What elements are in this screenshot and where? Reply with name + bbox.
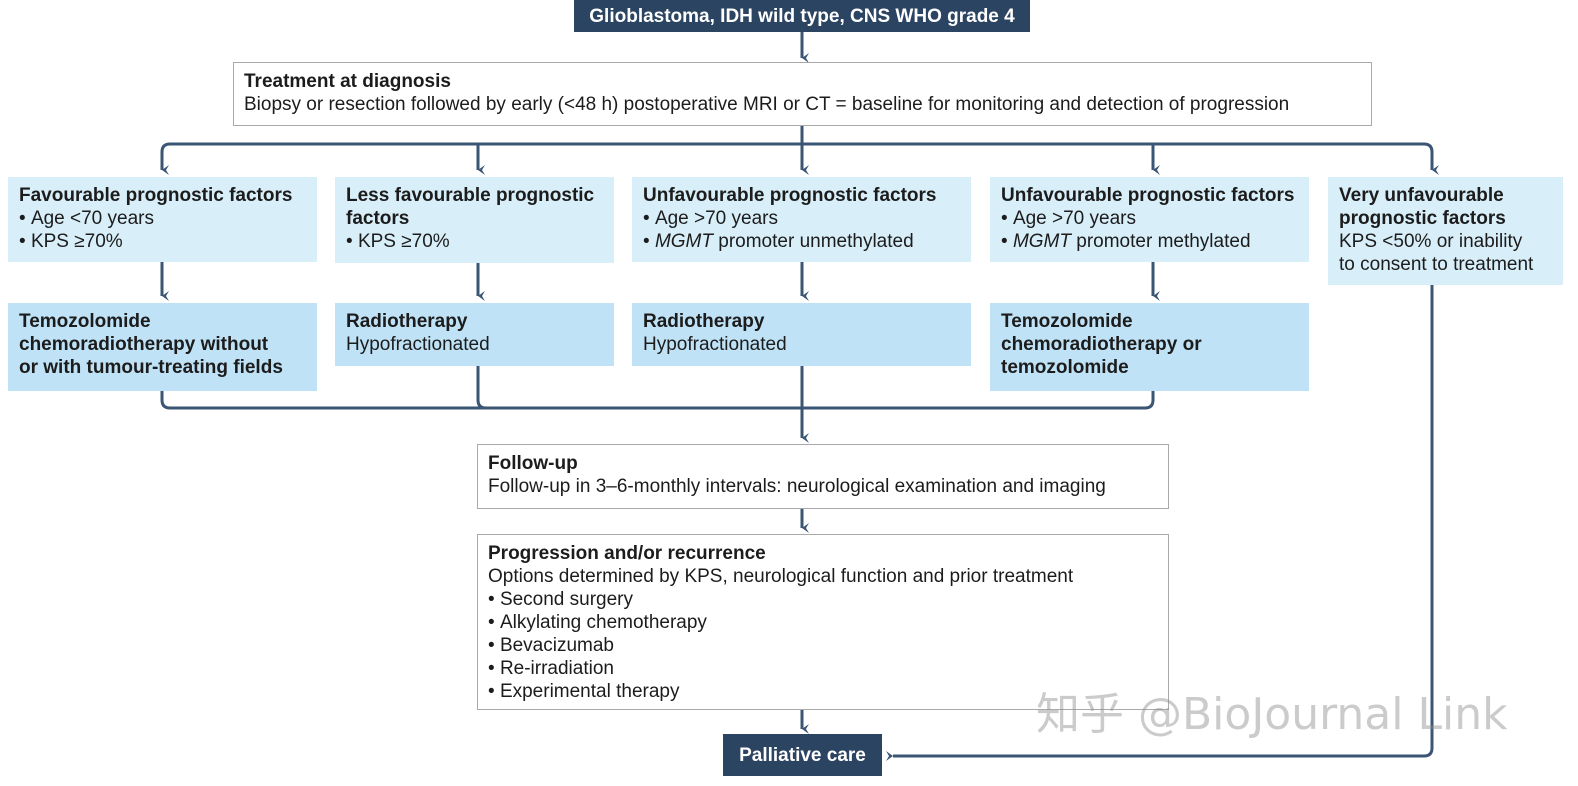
factor-title: Favourable prognostic factors — [19, 185, 293, 206]
diagnosis-box: Treatment at diagnosis Biopsy or resecti… — [233, 62, 1372, 126]
palliative-title: Palliative care — [739, 744, 866, 766]
factor-item-rest: promoter methylated — [1070, 231, 1251, 252]
progression-text: Options determined by KPS, neurological … — [488, 566, 1074, 587]
factor-item-rest: promoter unmethylated — [712, 231, 914, 252]
followup-text: Follow-up in 3–6-monthly intervals: neur… — [488, 476, 1106, 497]
treatment-text: Hypofractionated — [643, 334, 787, 355]
treatment-line: Temozolomide — [1001, 311, 1133, 332]
treatment-box-temozolomide: Temozolomide chemoradiotherapy or temozo… — [990, 303, 1309, 391]
factor-item: Age >70 years — [1001, 207, 1298, 230]
factor-item: MGMT promoter methylated — [1001, 230, 1298, 253]
factor-item: Age >70 years — [643, 207, 960, 230]
merge-bar — [160, 391, 1155, 410]
factor-item: MGMT promoter unmethylated — [643, 230, 960, 253]
treatment-line: Temozolomide — [19, 311, 151, 332]
factor-text-line2: to consent to treatment — [1339, 254, 1534, 275]
factor-title-line2: factors — [346, 208, 410, 229]
progression-option: Second surgery — [488, 588, 1158, 611]
factor-title-line2: prognostic factors — [1339, 208, 1506, 229]
followup-box: Follow-up Follow-up in 3–6-monthly inter… — [477, 444, 1169, 509]
palliative-box: Palliative care — [723, 734, 882, 776]
factor-title-line1: Less favourable prognostic — [346, 185, 595, 206]
gene-name: MGMT — [654, 231, 713, 252]
factor-item: KPS ≥70% — [19, 230, 306, 253]
progression-title: Progression and/or recurrence — [488, 543, 766, 564]
gene-name: MGMT — [1012, 231, 1071, 252]
treatment-box-radiotherapy-2: Radiotherapy Hypofractionated — [632, 303, 971, 366]
header-title: Glioblastoma, IDH wild type, CNS WHO gra… — [589, 5, 1015, 27]
progression-option: Bevacizumab — [488, 634, 1158, 657]
progression-box: Progression and/or recurrence Options de… — [477, 534, 1169, 710]
treatment-box-radiotherapy-1: Radiotherapy Hypofractionated — [335, 303, 614, 366]
factor-box-unfavourable-methylated: Unfavourable prognostic factors Age >70 … — [990, 177, 1309, 262]
treatment-text: Hypofractionated — [346, 334, 490, 355]
treatment-line: chemoradiotherapy or — [1001, 334, 1202, 355]
diagnosis-text: Biopsy or resection followed by early (<… — [244, 94, 1290, 115]
followup-title: Follow-up — [488, 453, 578, 474]
treatment-box-temozolomide-ttf: Temozolomide chemoradiotherapy without o… — [8, 303, 317, 391]
distribution-bar — [160, 142, 1434, 170]
factor-text-line1: KPS <50% or inability — [1339, 231, 1523, 252]
progression-option: Re-irradiation — [488, 657, 1158, 680]
factor-item: Age <70 years — [19, 207, 306, 230]
factor-title: Unfavourable prognostic factors — [1001, 185, 1295, 206]
factor-title-line1: Very unfavourable — [1339, 185, 1504, 206]
treatment-title: Radiotherapy — [346, 311, 468, 332]
treatment-line: temozolomide — [1001, 357, 1129, 378]
treatment-line: chemoradiotherapy without — [19, 334, 269, 355]
factor-item: KPS ≥70% — [346, 230, 603, 253]
factor-box-less-favourable: Less favourable prognostic factors KPS ≥… — [335, 177, 614, 263]
factor-box-very-unfavourable: Very unfavourable prognostic factors KPS… — [1328, 177, 1563, 285]
progression-option: Experimental therapy — [488, 680, 1158, 703]
factor-box-unfavourable-unmethylated: Unfavourable prognostic factors Age >70 … — [632, 177, 971, 262]
progression-option: Alkylating chemotherapy — [488, 611, 1158, 634]
arrow-very-unfavourable-palliative — [886, 285, 1434, 761]
treatment-line: or with tumour-treating fields — [19, 357, 283, 378]
factor-title: Unfavourable prognostic factors — [643, 185, 937, 206]
diagnosis-title: Treatment at diagnosis — [244, 71, 451, 92]
treatment-title: Radiotherapy — [643, 311, 765, 332]
factor-box-favourable: Favourable prognostic factors Age <70 ye… — [8, 177, 317, 262]
watermark: 知乎 @BioJournal Link — [1036, 689, 1508, 740]
header-box: Glioblastoma, IDH wild type, CNS WHO gra… — [574, 0, 1030, 32]
